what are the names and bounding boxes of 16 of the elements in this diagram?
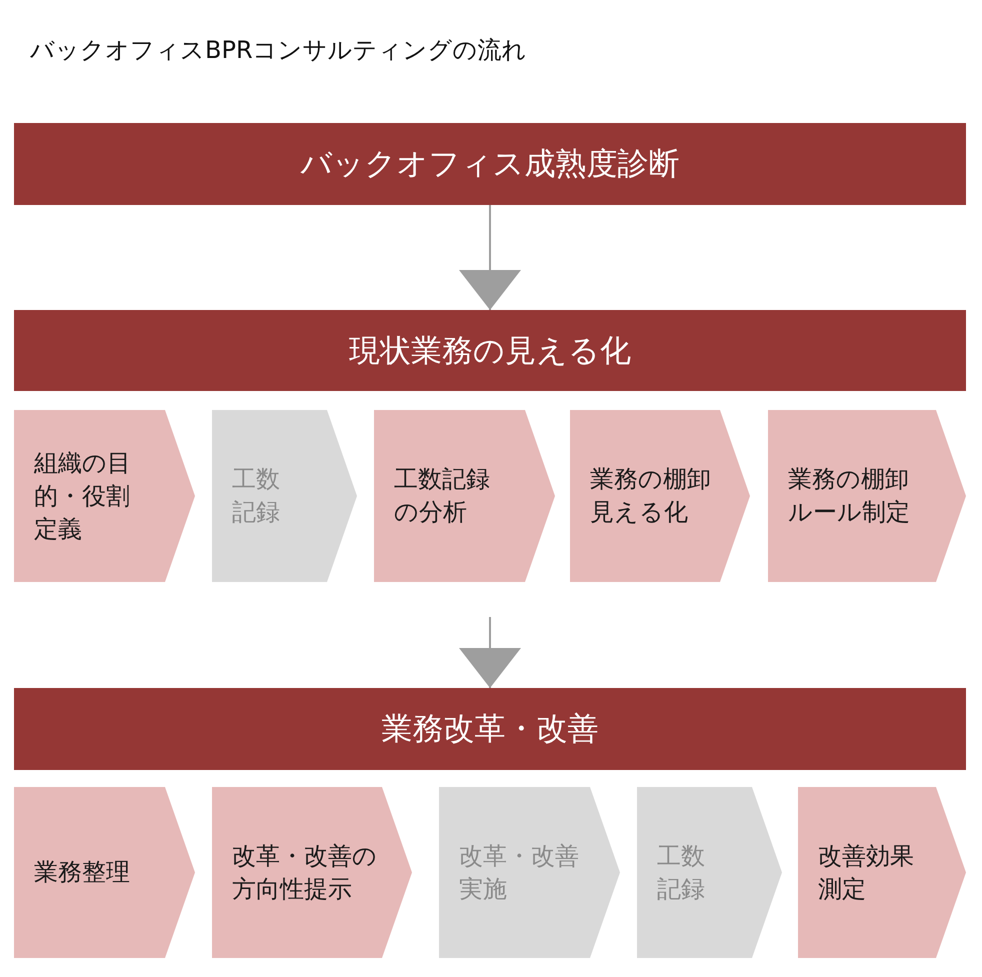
step-label: 改善効果測定 [818,840,915,904]
stage-band: バックオフィス成熟度診断 [14,123,966,205]
arrow [459,205,521,310]
step-label: 業務の棚卸見える化 [590,464,712,528]
diagram-title: バックオフィスBPRコンサルティングの流れ [30,35,527,66]
step-label: 改革・改善の方向性提示 [232,840,378,904]
step-label: 組織の目的・役割定義 [34,448,132,544]
step-label: 業務整理 [34,857,131,888]
step-label: 工数記録 [232,464,281,528]
stage-band: 現状業務の見える化 [14,310,966,391]
step-label: 改革・改善実施 [459,840,580,904]
step-label: 業務の棚卸ルール制定 [788,464,911,528]
stage-band: 業務改革・改善 [14,688,966,770]
step-label: 工数記録の分析 [394,464,491,528]
arrow [459,617,521,688]
step-label: 工数記録 [657,840,706,904]
